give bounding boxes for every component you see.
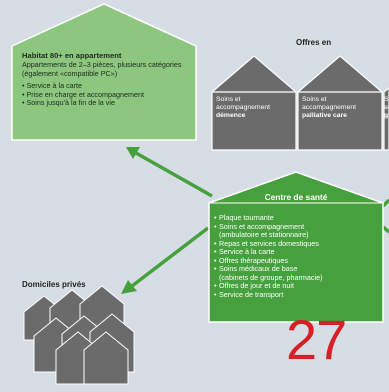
centre-list-item: Service de transport bbox=[214, 290, 322, 300]
offer-line1: Soins et bbox=[302, 96, 327, 103]
offer-line2: accompagnement bbox=[216, 104, 271, 112]
centre-list-item: Service à la carte bbox=[214, 247, 322, 257]
offer-house-partial bbox=[383, 87, 389, 151]
offer-line1: So bbox=[384, 96, 389, 103]
offer-line2: ac bbox=[384, 104, 389, 112]
arrow-to-domiciles bbox=[121, 226, 210, 294]
habitat-description: Appartements de 2–3 pièces, plusieurs ca… bbox=[22, 60, 182, 78]
centre-list-item: Repas et services domestiques bbox=[214, 239, 322, 249]
offer-line1: Soins et bbox=[216, 96, 241, 103]
offer-house-dementia bbox=[211, 55, 297, 151]
centre-list-item: (ambulatoire et stationnaire) bbox=[219, 230, 309, 239]
habitat-list: Service à la carte Prise en charge et ac… bbox=[22, 81, 144, 108]
domiciles-title: Domiciles privés bbox=[22, 280, 86, 289]
page-number: 27 bbox=[286, 308, 347, 371]
centre-list: Plaque tournante Soins et accompagnement… bbox=[214, 213, 323, 300]
centre-title: Centre de santé bbox=[264, 192, 328, 202]
offer-emphasis: démence bbox=[216, 112, 246, 120]
centre-list-item: (cabinets de groupe, pharmacie) bbox=[219, 272, 323, 282]
offer-house-palliative bbox=[297, 55, 383, 151]
centre-list-item: Offres thérapeutiques bbox=[214, 256, 322, 266]
habitat-title: Habitat 80+ en appartement bbox=[22, 51, 122, 60]
offer-emphasis: palliative care bbox=[302, 112, 347, 120]
offer-line2: accompagnement bbox=[302, 104, 357, 112]
centre-list-item: Offres de jour et de nuit bbox=[214, 281, 322, 291]
offers-title: Offres en bbox=[296, 38, 332, 47]
offer-label-dementia: Soins et accompagnement démence bbox=[216, 96, 270, 121]
domiciles-houses bbox=[23, 285, 135, 385]
offer-label-partial: So ac ge bbox=[384, 96, 389, 121]
centre-list-item-continuation: (cabinets de groupe, pharmacie) bbox=[214, 272, 323, 283]
centre-list-item-continuation: (ambulatoire et stationnaire) bbox=[214, 230, 322, 240]
offer-emphasis: ge bbox=[384, 112, 389, 120]
centre-list-item: Soins médicaux de base bbox=[214, 264, 322, 274]
offer-label-palliative: Soins et accompagnement palliative care bbox=[302, 96, 356, 121]
arrow-to-habitat bbox=[126, 147, 213, 198]
habitat-list-item: Prise en charge et accompagnement bbox=[22, 90, 144, 100]
habitat-list-item: Service à la carte bbox=[22, 81, 144, 91]
centre-list-item: Soins et accompagnement bbox=[214, 222, 322, 232]
habitat-list-item: Soins jusqu'à la fin de la vie bbox=[22, 99, 144, 108]
centre-list-item: Plaque tournante bbox=[214, 213, 322, 223]
